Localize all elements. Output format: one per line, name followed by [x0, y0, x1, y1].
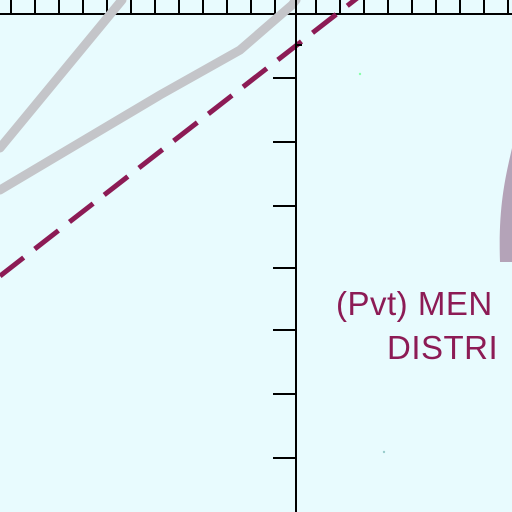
- district-label-line2: DISTRI: [387, 329, 499, 366]
- road-diagonal: [0, 0, 301, 195]
- river-shape: [499, 148, 512, 262]
- district-label-line1: (Pvt) MEN: [336, 285, 493, 322]
- map-speck: [358, 72, 362, 76]
- district-boundary-line: [0, 0, 359, 278]
- map-speck: [382, 450, 386, 454]
- road-steep: [0, 0, 127, 153]
- vertical-grid-line: [273, 0, 302, 512]
- roads: [0, 0, 301, 195]
- top-border-ticks: [0, 0, 512, 15]
